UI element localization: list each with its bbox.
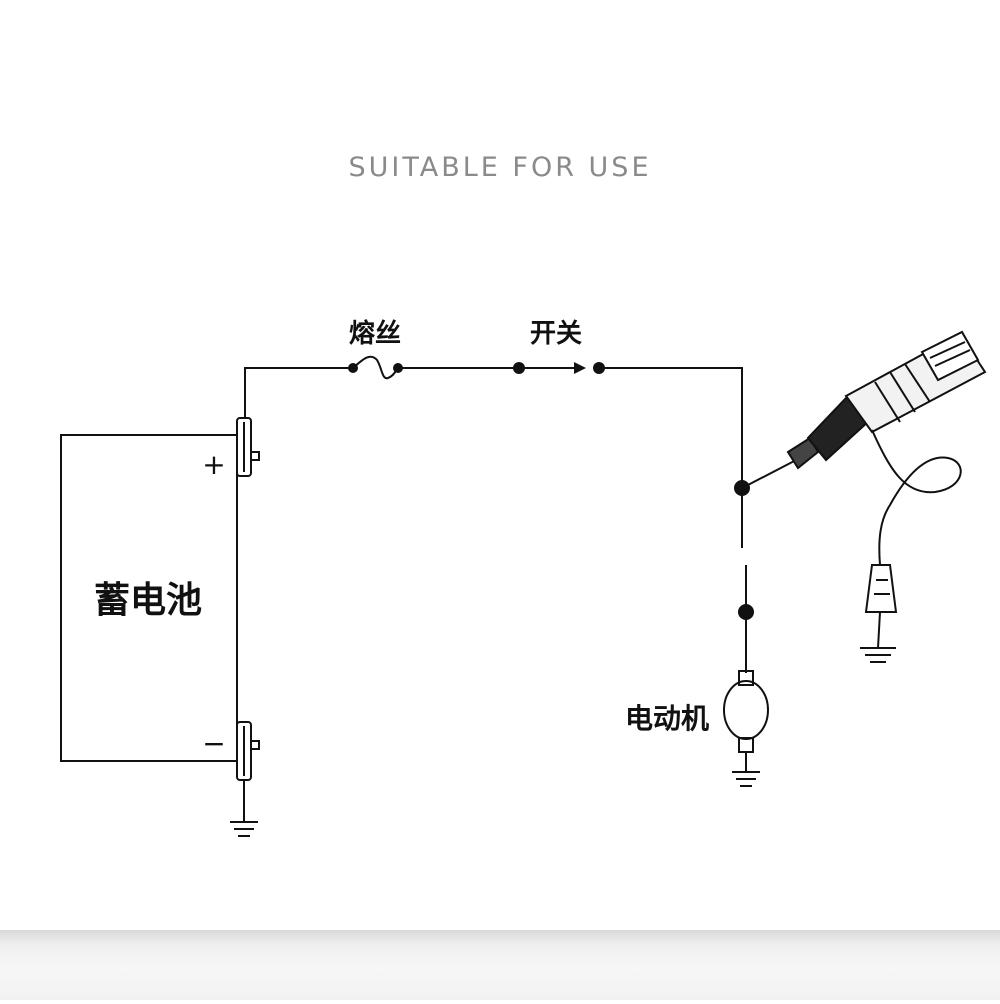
negative-terminal	[236, 721, 260, 781]
bottom-shadow-band	[0, 930, 1000, 1000]
test-light-probe-icon	[745, 330, 987, 649]
fuse-label: 熔丝	[349, 318, 401, 349]
fuse-symbol	[352, 355, 399, 380]
battery-ground-icon	[230, 821, 258, 837]
probe-ground-icon	[860, 647, 896, 663]
battery-label: 蓄电池	[94, 580, 202, 621]
switch-left-node	[513, 362, 525, 374]
negative-sign: −	[202, 727, 225, 760]
probe-contact-node	[734, 480, 750, 496]
fuse-left-node	[348, 363, 358, 373]
switch-right-node	[593, 362, 605, 374]
motor-feed-node	[738, 604, 754, 620]
motor-symbol	[723, 670, 769, 772]
switch-label: 开关	[530, 319, 582, 349]
page-heading: SUITABLE FOR USE	[348, 152, 652, 183]
battery-box	[60, 434, 238, 762]
fuse-right-node	[393, 363, 403, 373]
positive-terminal	[236, 417, 260, 477]
positive-wire	[244, 367, 353, 418]
motor-label: 电动机	[625, 702, 709, 735]
wire-switch-probe	[599, 367, 743, 548]
motor-ground-icon	[732, 771, 760, 787]
switch-arrow-icon	[574, 362, 586, 374]
positive-sign: +	[202, 448, 225, 481]
